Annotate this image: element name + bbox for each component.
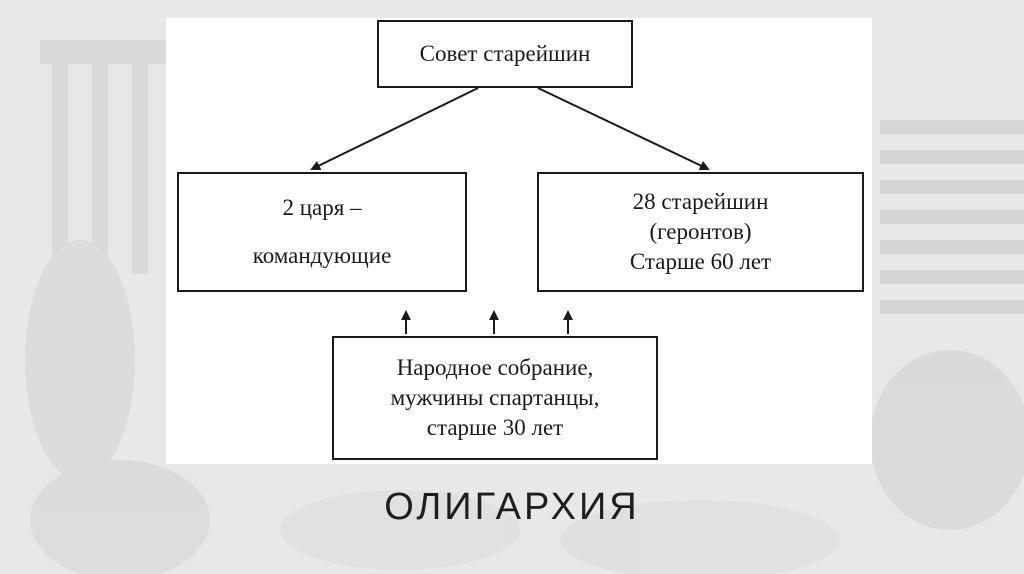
gerontes-count-label: 28 старейшин bbox=[633, 187, 769, 217]
commanders-label: командующие bbox=[253, 241, 392, 271]
two-kings-box: 2 царя – командующие bbox=[177, 172, 467, 292]
gerontes-age-label: Старше 60 лет bbox=[630, 247, 771, 277]
assembly-age-label: старше 30 лет bbox=[427, 413, 563, 443]
council-of-elders-label: Совет старейшин bbox=[420, 39, 591, 69]
gerontes-label: (геронтов) bbox=[649, 217, 751, 247]
peoples-assembly-box: Народное собрание, мужчины спартанцы, ст… bbox=[332, 336, 658, 460]
slide-caption: ОЛИГАРХИЯ bbox=[0, 486, 1024, 529]
gerontes-box: 28 старейшин (геронтов) Старше 60 лет bbox=[537, 172, 864, 292]
assembly-members-label: мужчины спартанцы, bbox=[391, 383, 600, 413]
council-of-elders-box: Совет старейшин bbox=[377, 20, 633, 88]
assembly-label: Народное собрание, bbox=[397, 353, 594, 383]
two-kings-label: 2 царя – bbox=[282, 193, 361, 223]
